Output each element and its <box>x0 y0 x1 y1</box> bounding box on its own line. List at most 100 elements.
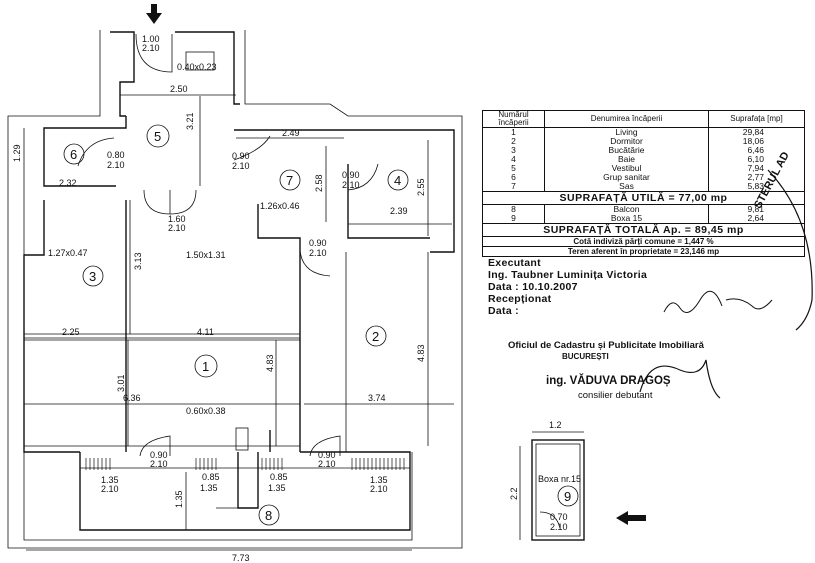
wc-height-label: 1.29 <box>12 144 22 162</box>
stamp-city: BUCUREȘTI <box>562 352 609 361</box>
useful-area-total: SUPRAFAȚĂ UTILĂ = 77,00 mp <box>482 191 805 205</box>
stamp-role: consilier debutant <box>578 390 653 401</box>
room-number-1: 1 <box>202 359 209 374</box>
stamp-signature <box>639 359 721 399</box>
header-room-number: Numărul încăperii <box>482 110 545 128</box>
bedroom-height-label: 4.83 <box>416 344 426 362</box>
bath-door-label: 0.90 <box>342 170 360 180</box>
room-number-9: 9 <box>564 489 571 504</box>
total-area: SUPRAFAȚĂ TOTALĂ Ap. = 89,45 mp <box>482 223 805 237</box>
common-share: Cotă indiviză părți comune = 1,447 % <box>482 236 805 247</box>
stamp-office: Oficiul de Cadastru și Publicitate Imobi… <box>508 340 704 351</box>
balcony-door1-label: 0.90 <box>150 450 168 460</box>
building-outline <box>7 30 463 549</box>
official-stamp: Oficiul de Cadastru și Publicitate Imobi… <box>508 330 756 405</box>
window4-height: 2.10 <box>370 484 388 494</box>
box-width-label: 1.2 <box>549 420 562 430</box>
shaft-living-label: 0.60x0.38 <box>186 406 226 416</box>
wc-door-height: 2.10 <box>107 160 125 170</box>
storage-box-plan: 1.2 2.2 Boxa nr.15 9 0.70 2.10 <box>509 420 585 541</box>
executant-date: Data : 10.10.2007 <box>488 281 578 293</box>
living-width-b: 4.11 <box>197 327 214 337</box>
entry-door-height: 2.10 <box>142 43 160 53</box>
receptionat-heading: Recepționat <box>488 293 552 305</box>
room-area-table: Numărul încăperii Denumirea încăperii Su… <box>482 110 805 317</box>
entrance-arrow-icon <box>146 4 162 24</box>
land-share: Teren aferent în proprietate = 23,146 mp <box>482 246 805 257</box>
room-area-cell: 5,83 <box>708 182 805 192</box>
executant-engineer: Ing. Taubner Luminița Victoria <box>488 269 648 281</box>
box-entrance-arrow-icon <box>616 511 646 525</box>
living-width-a: 2.25 <box>62 327 80 337</box>
box-door-height: 2.10 <box>550 522 568 532</box>
room-number-6: 6 <box>70 147 77 162</box>
executant-signature <box>663 290 773 313</box>
room-number-2: 2 <box>372 329 379 344</box>
kitchen-depth-label: 3.13 <box>133 252 143 270</box>
bath-depth-label: 2.55 <box>416 178 426 196</box>
room-area-cell: 18,06 <box>708 137 805 146</box>
room-name-cell: Boxa 15 <box>544 214 709 224</box>
door7-label: 0.90 <box>232 151 250 161</box>
box-label: Boxa nr.15 <box>538 474 581 484</box>
window3-label: 0.85 <box>270 472 288 482</box>
door7-height: 2.10 <box>232 161 250 171</box>
room-area-cell: 6,46 <box>708 146 805 155</box>
bath-width-label: 2.39 <box>390 206 408 216</box>
room-number-5: 5 <box>154 129 161 144</box>
room-number-4: 4 <box>394 173 401 188</box>
header-room-area: Suprafața [mp] <box>708 110 805 128</box>
living-depth-label: 3.01 <box>116 374 126 392</box>
header-room-name: Denumirea încăperii <box>544 110 709 128</box>
shaft-mid-label: 1.50x1.31 <box>186 250 226 260</box>
box-height-label: 2.2 <box>509 487 519 500</box>
entry-door-label: 1.00 <box>142 34 160 44</box>
room-number-cell: 9 <box>482 214 545 224</box>
shaft-kitchen-label: 1.27x0.47 <box>48 248 88 258</box>
shaft-top-label: 0.40x0.23 <box>177 62 217 72</box>
room-area-cell: 2,77 <box>708 173 805 182</box>
room-area-cell: 6,10 <box>708 155 805 164</box>
total-width-label: 7.73 <box>232 553 250 563</box>
room-number-3: 3 <box>89 269 96 284</box>
wc-width-label: 2.32 <box>59 178 77 188</box>
shaft-sas-label: 1.26x0.46 <box>260 201 300 211</box>
hall-width-label: 2.50 <box>170 84 188 94</box>
window3-height: 1.35 <box>268 483 286 493</box>
apartment-walls <box>23 31 455 551</box>
window2-label: 0.85 <box>202 472 220 482</box>
window1-height: 2.10 <box>101 484 119 494</box>
kitchen-door-height: 2.10 <box>168 223 186 233</box>
room-number-8: 8 <box>265 508 272 523</box>
room-area-cell: 2,64 <box>708 214 805 224</box>
window1-label: 1.35 <box>101 475 119 485</box>
sas-width-label: 2.49 <box>282 128 300 138</box>
bed-door-label: 0.90 <box>309 238 327 248</box>
sas-depth-label: 2.58 <box>314 174 324 192</box>
room-area-cell: 29,84 <box>708 127 805 137</box>
bath-door-height: 2.10 <box>342 180 360 190</box>
kitchen-door-label: 1.60 <box>168 214 186 224</box>
hall-depth-label: 3.21 <box>185 112 195 130</box>
room-area-cell: 9,81 <box>708 204 805 214</box>
room-name-cell: Sas <box>544 182 709 192</box>
room-number-7: 7 <box>286 173 293 188</box>
window2-height: 1.35 <box>200 483 218 493</box>
living-width-c: 6.36 <box>123 393 141 403</box>
balcony-door2-height: 2.10 <box>318 459 336 469</box>
window4-label: 1.35 <box>370 475 388 485</box>
stamp-name: ing. VĂDUVA DRAGOȘ <box>546 375 671 387</box>
executant-heading: Executant <box>488 257 541 269</box>
receptionat-date: Data : <box>488 305 519 317</box>
balcony-depth-label: 1.35 <box>174 490 184 508</box>
